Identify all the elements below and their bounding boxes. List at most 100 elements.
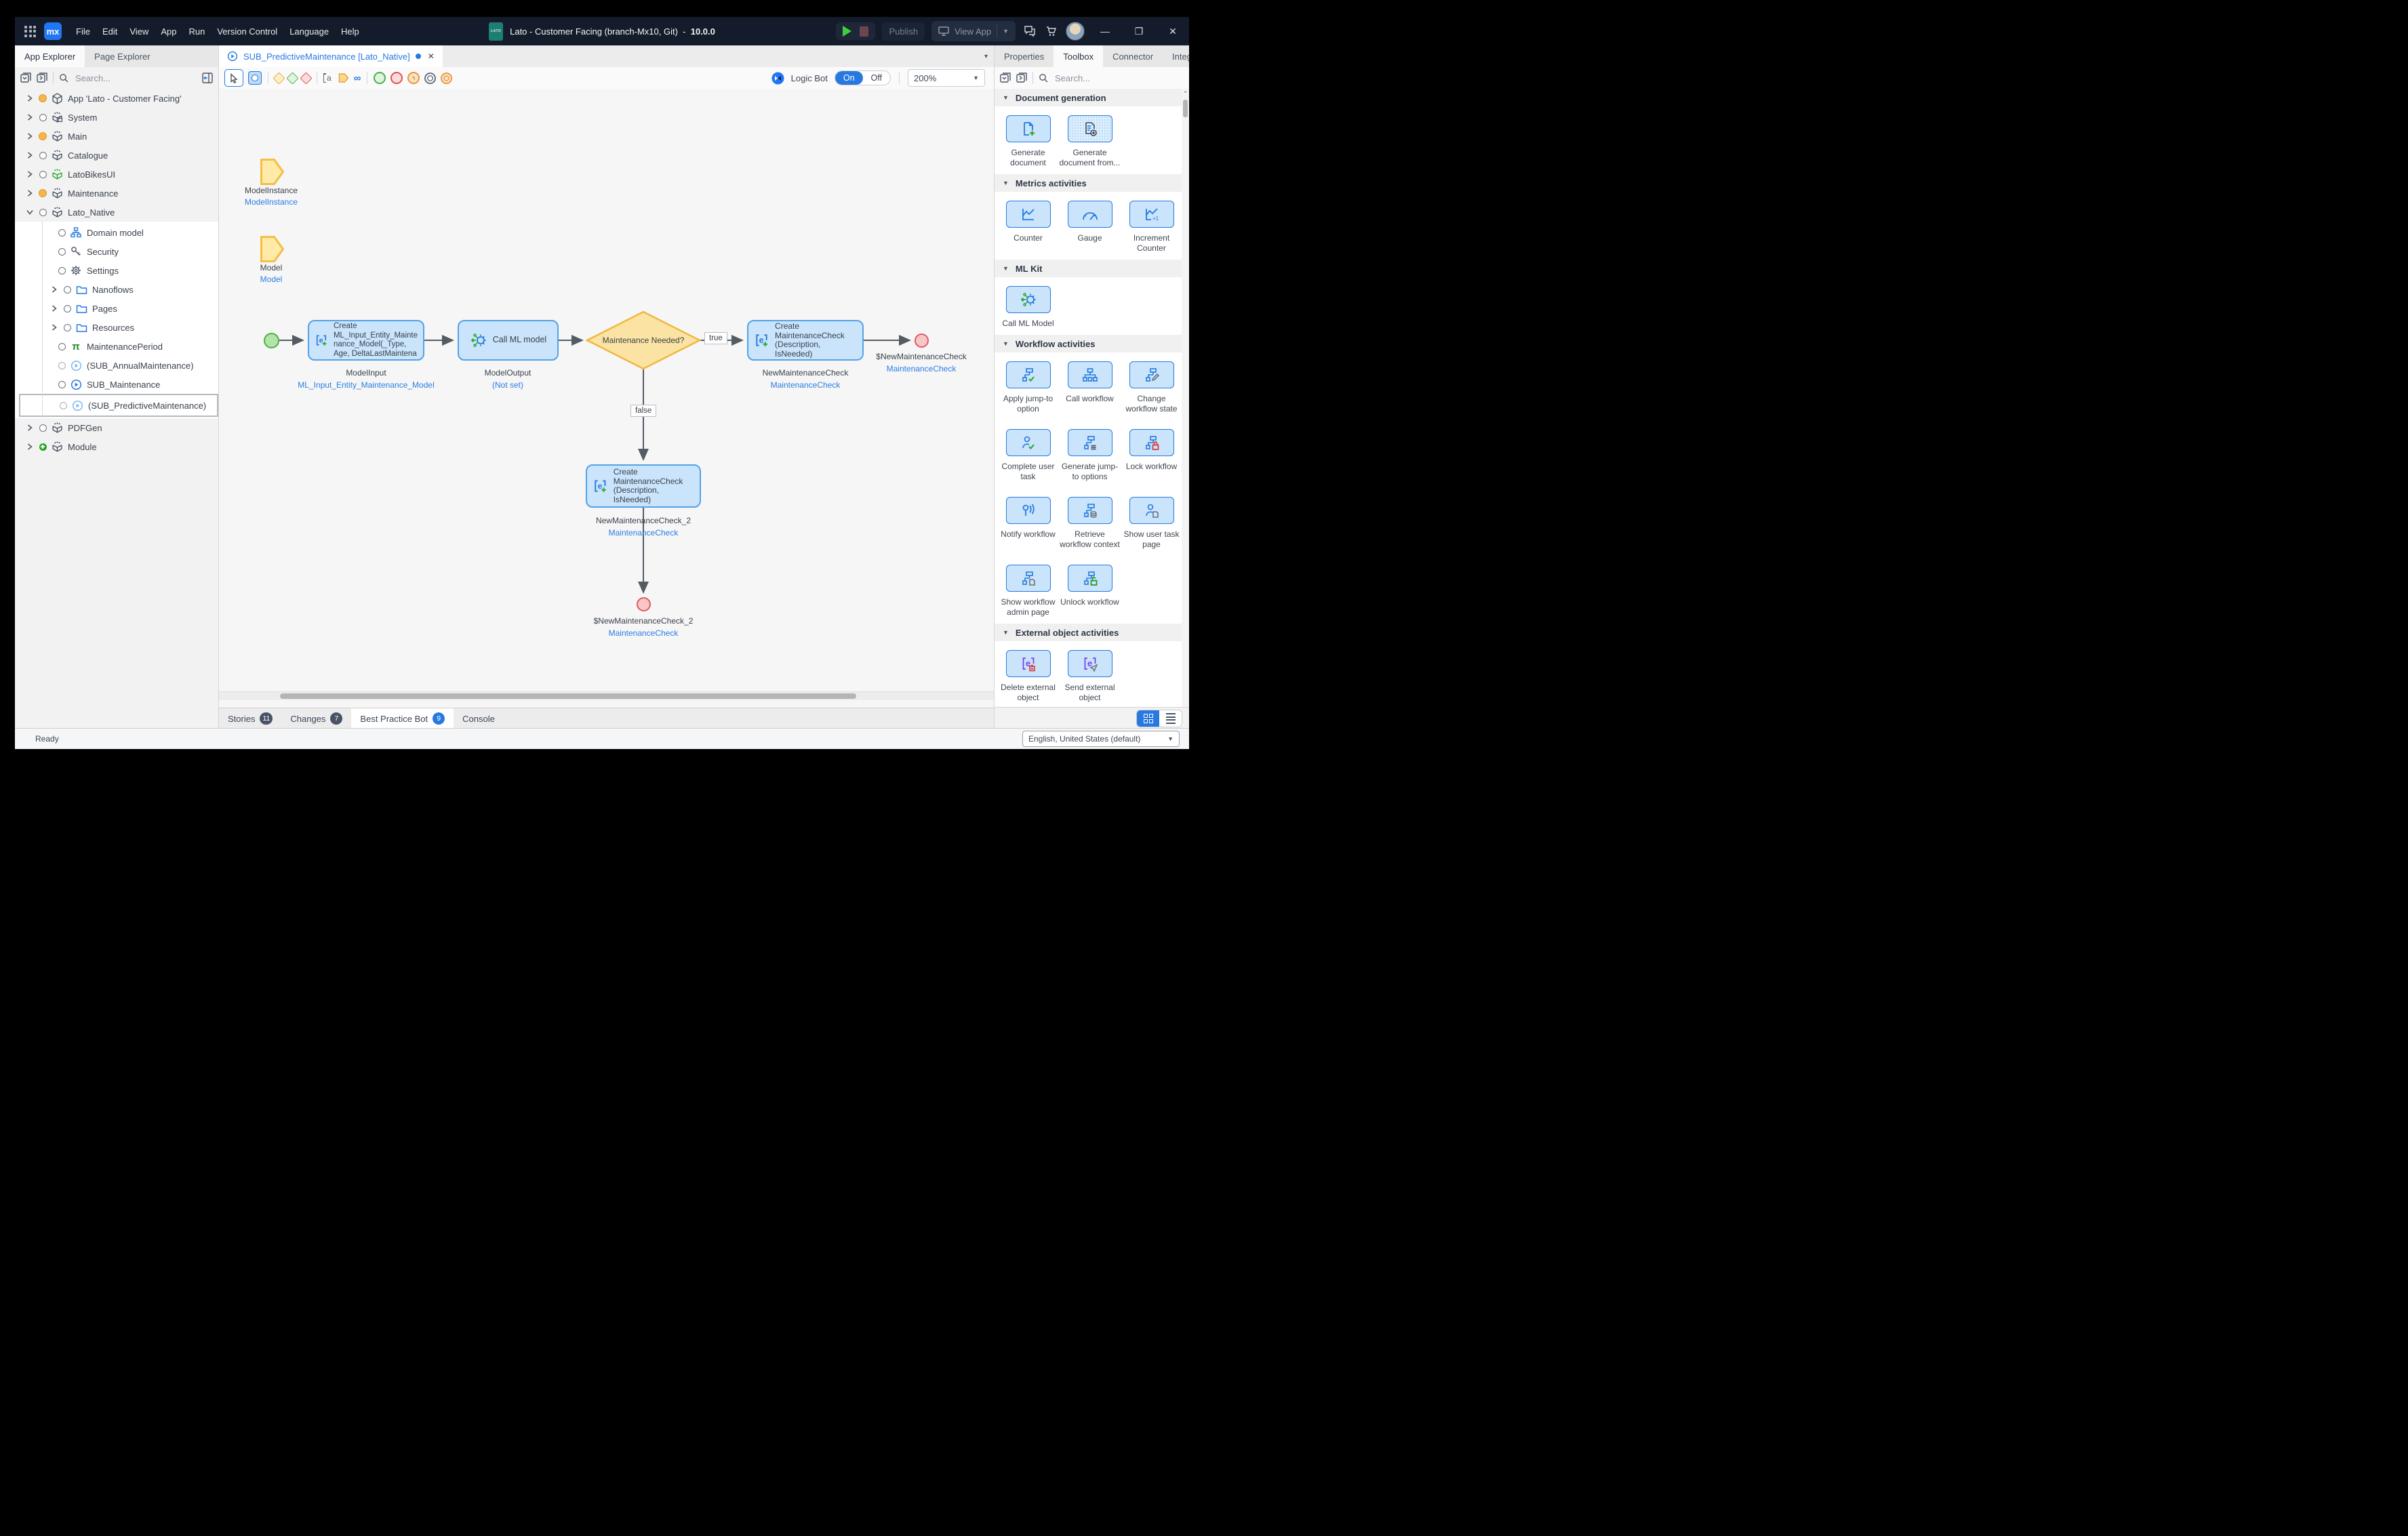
feedback-icon[interactable]: [1022, 24, 1037, 39]
grid-view-button[interactable]: [1137, 710, 1159, 727]
section-ml-kit[interactable]: ▼ ML Kit: [995, 260, 1189, 277]
user-avatar[interactable]: [1066, 22, 1085, 41]
view-app-button[interactable]: View App ▼: [931, 21, 1016, 41]
activity-entity[interactable]: ML_Input_Entity_Maintenance_Model: [298, 380, 435, 390]
menu-edit[interactable]: Edit: [102, 26, 118, 37]
canvas-horizontal-scrollbar[interactable]: [219, 691, 995, 700]
tab-sub-predictivemaintenance[interactable]: SUB_PredictiveMaintenance [Lato_Native] …: [219, 45, 443, 67]
restore-button[interactable]: ❐: [1134, 25, 1144, 37]
tool-generate-document-from[interactable]: Generate document from...: [1059, 115, 1121, 168]
zoom-select[interactable]: 200% ▼: [908, 69, 985, 87]
tool-notify-workflow[interactable]: Notify workflow: [997, 497, 1059, 550]
chevron-right-icon[interactable]: [23, 114, 37, 121]
tool-retrieve-workflow-context[interactable]: Retrieve workflow context: [1059, 497, 1121, 550]
tool-apply-jump-to-option[interactable]: Apply jump-to option: [997, 361, 1059, 414]
tool-generate-jump-to-options[interactable]: Generate jump-to options: [1059, 429, 1121, 482]
tree-item-security[interactable]: Security: [15, 242, 218, 261]
chevron-right-icon[interactable]: [47, 305, 61, 312]
tree-item-latobikesui[interactable]: LatoBikesUI: [15, 165, 218, 184]
tab-toolbox[interactable]: Toolbox: [1054, 45, 1104, 67]
scrollbar-thumb[interactable]: [280, 693, 856, 699]
tree-item-pdfgen[interactable]: PDFGen: [15, 418, 218, 437]
list-view-button[interactable]: [1159, 710, 1182, 727]
language-select[interactable]: English, United States (default) ▼: [1022, 731, 1180, 747]
chevron-right-icon[interactable]: [47, 324, 61, 331]
activity-entity[interactable]: (Not set): [491, 380, 523, 390]
tool-call-ml-model[interactable]: Call ML Model: [997, 286, 1059, 329]
error-decision-tool[interactable]: [300, 70, 313, 86]
run-button[interactable]: [843, 26, 852, 37]
chevron-right-icon[interactable]: [23, 152, 37, 159]
menu-help[interactable]: Help: [341, 26, 359, 37]
tool-show-user-task-page[interactable]: Show user task page: [1121, 497, 1182, 550]
section-document-generation[interactable]: ▼ Document generation: [995, 89, 1189, 106]
tree-item-catalogue[interactable]: Catalogue: [15, 146, 218, 165]
tab-page-explorer[interactable]: Page Explorer: [94, 51, 150, 62]
collapse-all-icon[interactable]: [1000, 73, 1011, 83]
chevron-right-icon[interactable]: [23, 95, 37, 102]
chevron-right-icon[interactable]: [23, 190, 37, 197]
tree-item-sub-maintenance[interactable]: SUB_Maintenance: [15, 375, 218, 394]
view-app-dropdown-arrow[interactable]: ▼: [1003, 28, 1009, 35]
parameter-entity[interactable]: Model: [260, 275, 283, 284]
tool-increment-counter[interactable]: +1 Increment Counter: [1121, 201, 1182, 254]
chevron-right-icon[interactable]: [23, 424, 37, 431]
tree-item-system[interactable]: System: [15, 108, 218, 127]
tab-connector[interactable]: Connector: [1112, 51, 1154, 62]
tree-item-lato-native[interactable]: Lato_Native: [15, 203, 218, 222]
tab-properties[interactable]: Properties: [1004, 51, 1045, 62]
menu-language[interactable]: Language: [289, 26, 329, 37]
tab-app-explorer[interactable]: App Explorer: [15, 45, 85, 67]
menu-app[interactable]: App: [161, 26, 177, 37]
menu-view[interactable]: View: [129, 26, 149, 37]
chevron-right-icon[interactable]: [23, 171, 37, 178]
activity-tool[interactable]: [248, 70, 262, 86]
section-workflow-activities[interactable]: ▼ Workflow activities: [995, 335, 1189, 352]
start-event-tool[interactable]: [374, 70, 386, 86]
chevron-right-icon[interactable]: [47, 286, 61, 293]
expand-all-icon[interactable]: [1016, 73, 1027, 83]
end-entity[interactable]: MaintenanceCheck: [608, 628, 679, 638]
annotation-tool[interactable]: a: [323, 73, 334, 83]
activity-entity[interactable]: MaintenanceCheck: [770, 380, 841, 390]
parameter-modelinstance[interactable]: [260, 159, 284, 185]
tree-item-app[interactable]: App 'Lato - Customer Facing': [15, 89, 218, 108]
stop-button[interactable]: [860, 26, 869, 37]
menu-version-control[interactable]: Version Control: [217, 26, 278, 37]
chevron-down-icon[interactable]: [23, 209, 37, 215]
tool-unlock-workflow[interactable]: Unlock workflow: [1059, 565, 1121, 618]
tool-gauge[interactable]: Gauge: [1059, 201, 1121, 254]
end-event-tool[interactable]: [390, 70, 403, 86]
tree-item-resources[interactable]: Resources: [15, 318, 218, 337]
expand-all-icon[interactable]: [37, 73, 47, 83]
tree-item-domain-model[interactable]: Domain model: [15, 223, 218, 242]
tab-best-practice-bot[interactable]: Best Practice Bot 9: [351, 708, 454, 729]
tool-delete-external-object[interactable]: e Delete external object: [997, 650, 1059, 703]
section-metrics-activities[interactable]: ▼ Metrics activities: [995, 174, 1189, 192]
tree-item-sub-predictivemaintenance[interactable]: (SUB_PredictiveMaintenance): [19, 394, 218, 417]
scrollbar-thumb[interactable]: [1183, 100, 1188, 117]
tree-item-pages[interactable]: Pages: [15, 299, 218, 318]
tool-complete-user-task[interactable]: Complete user task: [997, 429, 1059, 482]
tool-lock-workflow[interactable]: Lock workflow: [1121, 429, 1182, 482]
tree-item-nanoflows[interactable]: Nanoflows: [15, 280, 218, 299]
publish-button[interactable]: Publish: [882, 22, 925, 41]
end-event[interactable]: [915, 334, 929, 348]
tree-item-maintenanceperiod[interactable]: π MaintenancePeriod: [15, 337, 218, 356]
collapse-all-icon[interactable]: [20, 73, 31, 83]
tab-changes[interactable]: Changes 7: [281, 708, 351, 729]
scroll-up-arrow[interactable]: ⌃: [1182, 90, 1188, 97]
end-event[interactable]: [637, 597, 651, 611]
error-event-tool[interactable]: ϟ: [407, 70, 420, 86]
tool-generate-document[interactable]: Generate document: [997, 115, 1059, 168]
tree-item-module[interactable]: Module: [15, 437, 218, 456]
section-external-object-activities[interactable]: ▼ External object activities: [995, 624, 1189, 641]
tree-item-sub-annualmaintenance[interactable]: (SUB_AnnualMaintenance): [15, 356, 218, 375]
app-grid-icon[interactable]: [24, 25, 36, 37]
toggle-off[interactable]: Off: [870, 73, 882, 83]
sidebar-search-input[interactable]: [74, 72, 151, 84]
tool-call-workflow[interactable]: Call workflow: [1059, 361, 1121, 414]
tab-close-icon[interactable]: ✕: [427, 52, 435, 61]
chevron-right-icon[interactable]: [23, 443, 37, 450]
tab-console[interactable]: Console: [462, 713, 495, 724]
